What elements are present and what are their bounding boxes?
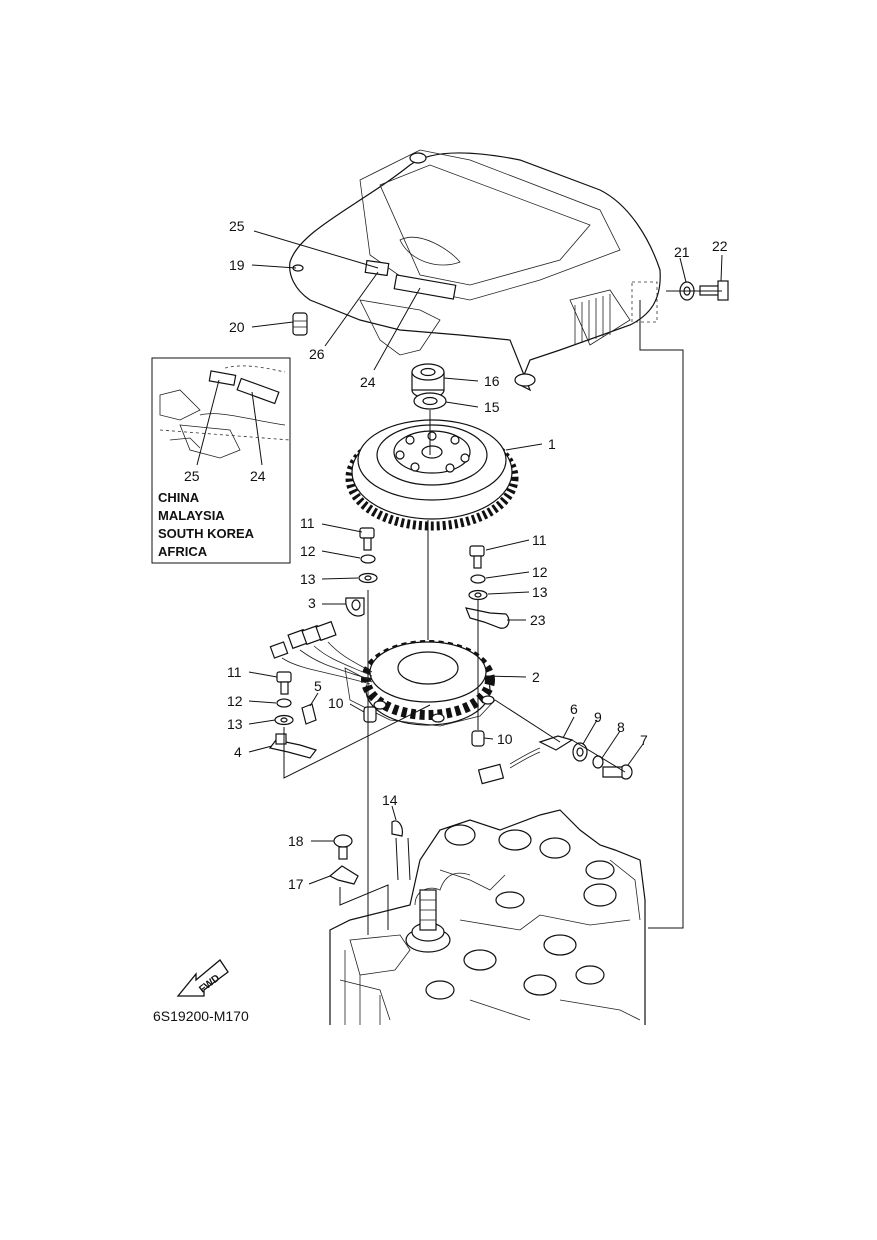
washer-9	[572, 742, 588, 762]
callout-9: 9	[594, 709, 602, 725]
engine-power-unit	[329, 809, 646, 1025]
grommet-20	[292, 312, 308, 336]
clamp-3	[345, 597, 365, 617]
holder-23	[465, 607, 510, 629]
callout-6: 6	[570, 701, 578, 717]
washer-13-upper-left	[358, 572, 378, 584]
callout-11-lower-left: 11	[227, 664, 242, 680]
callout-26: 26	[309, 346, 325, 362]
inset-region-south-korea: SOUTH KOREA	[158, 526, 255, 541]
bolt-11-right	[469, 545, 485, 569]
callout-12-right: 12	[532, 564, 548, 580]
callout-14: 14	[382, 792, 398, 808]
callout-numbers: 25 19 20 26 24 21 22 16 15 1 11 12 13 3 …	[227, 218, 728, 892]
inset-region-africa: AFRICA	[158, 544, 208, 559]
inset-callout-24: 24	[250, 468, 266, 484]
callout-17: 17	[288, 876, 304, 892]
sensor-6	[477, 735, 574, 785]
callout-24: 24	[360, 374, 376, 390]
inset-callout-25: 25	[184, 468, 200, 484]
nut-16	[411, 363, 445, 399]
collar-10-right	[471, 730, 485, 747]
callout-22: 22	[712, 238, 728, 254]
bolt-18	[333, 834, 353, 860]
callout-11-upper-left: 11	[300, 515, 315, 531]
callout-3: 3	[308, 595, 316, 611]
callout-12-upper-left: 12	[300, 543, 316, 559]
callout-7: 7	[640, 732, 648, 748]
regional-inset: 25 24 CHINA MALAYSIA SOUTH KOREA AFRICA	[151, 357, 291, 564]
callout-13-upper-left: 13	[300, 571, 316, 587]
washer-12-right	[470, 574, 486, 584]
washer-15	[413, 392, 447, 410]
callout-10-left: 10	[328, 695, 344, 711]
callout-11-right: 11	[532, 532, 547, 548]
callout-2: 2	[532, 669, 540, 685]
clamp-5	[301, 703, 317, 725]
inset-region-malaysia: MALAYSIA	[158, 508, 225, 523]
callout-13-lower-left: 13	[227, 716, 243, 732]
flywheel-cover	[289, 149, 661, 392]
callout-4: 4	[234, 744, 242, 760]
callout-18: 18	[288, 833, 304, 849]
leader-lines	[248, 230, 723, 885]
washer-12-lower-left	[276, 698, 292, 708]
holder-4	[268, 733, 317, 759]
callout-19: 19	[229, 257, 245, 273]
collar-10-left	[363, 706, 377, 723]
callout-13-right: 13	[532, 584, 548, 600]
stator-assembly	[344, 640, 496, 727]
key-14	[391, 820, 403, 837]
inset-region-china: CHINA	[158, 490, 200, 505]
callout-20: 20	[229, 319, 245, 335]
washer-13-lower-left	[274, 714, 294, 726]
callout-5: 5	[314, 678, 322, 694]
bolt-11-upper-left	[359, 527, 375, 551]
callout-12-lower-left: 12	[227, 693, 243, 709]
washer-13-right	[468, 589, 488, 601]
callout-23: 23	[530, 612, 546, 628]
washer-12-upper-left	[360, 554, 376, 564]
fwd-arrow-icon: FWD	[176, 959, 229, 997]
callout-21: 21	[674, 244, 690, 260]
callout-16: 16	[484, 373, 500, 389]
flywheel-magneto	[345, 419, 519, 531]
callout-25: 25	[229, 218, 245, 234]
diagram-code: 6S19200-M170	[153, 1008, 249, 1024]
connection-lines	[283, 290, 722, 935]
callout-15: 15	[484, 399, 500, 415]
bolt-11-lower-left	[276, 671, 292, 695]
stator-lead-connectors	[269, 620, 373, 685]
callout-8: 8	[617, 719, 625, 735]
callout-10-right: 10	[497, 731, 513, 747]
plate-17	[328, 865, 359, 885]
screw-7	[602, 764, 633, 780]
callout-1: 1	[548, 436, 556, 452]
